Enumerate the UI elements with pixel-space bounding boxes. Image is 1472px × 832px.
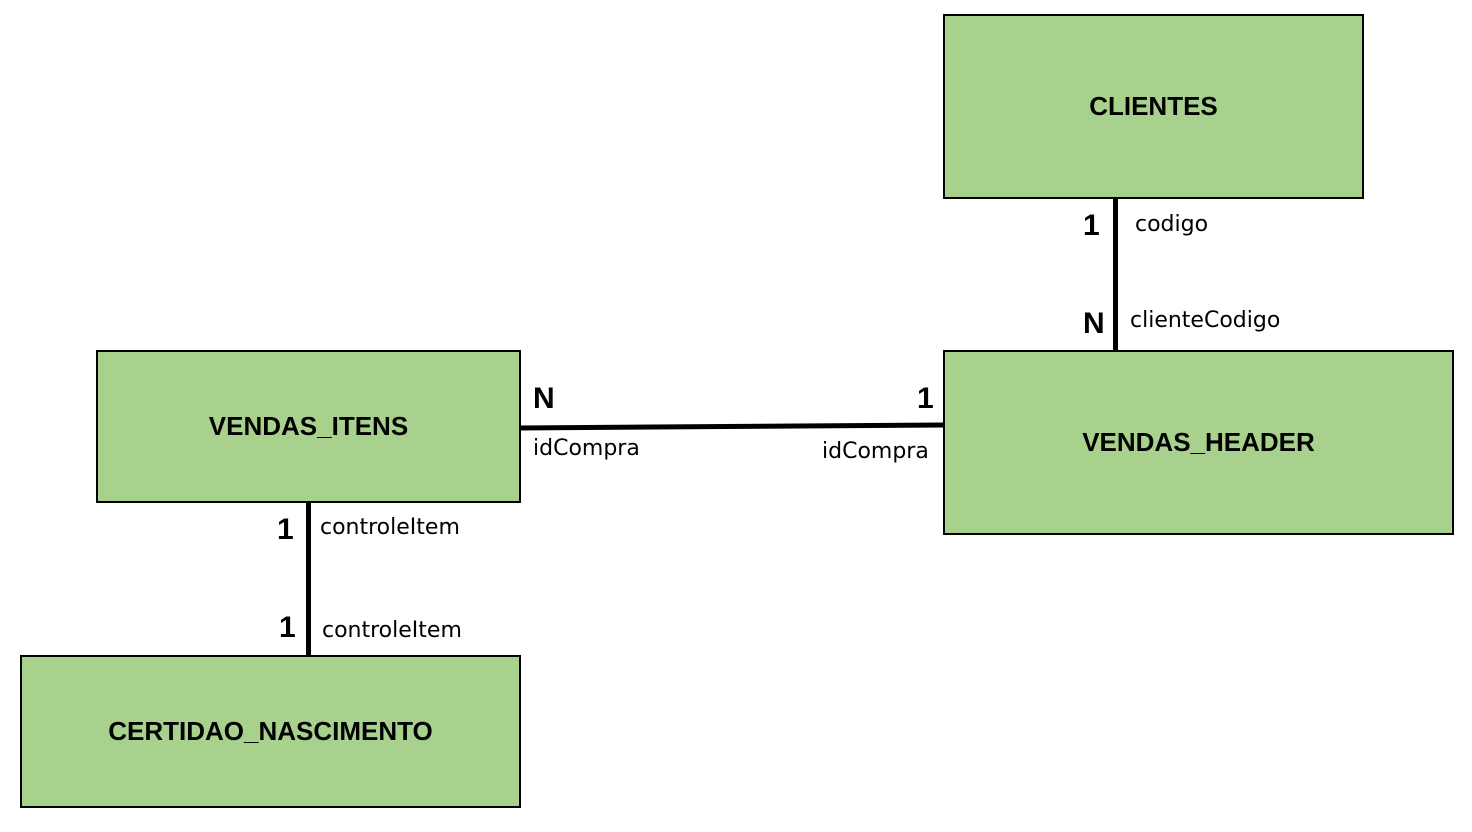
field-id-compra-itens: idCompra: [533, 436, 640, 461]
entity-vendas-header[interactable]: VENDAS_HEADER: [943, 350, 1454, 535]
cardinality-certidao-side: 1: [279, 611, 296, 644]
field-codigo: codigo: [1135, 212, 1209, 237]
field-id-compra-header: idCompra: [822, 439, 929, 464]
entity-certidao-nascimento-label: CERTIDAO_NASCIMENTO: [108, 716, 433, 746]
entity-vendas-itens-label: VENDAS_ITENS: [208, 411, 409, 441]
cardinality-vendas-itens-side-2: 1: [277, 513, 294, 546]
cardinality-vendas-header-side: N: [1083, 307, 1105, 340]
entity-clientes[interactable]: CLIENTES: [943, 14, 1364, 199]
entity-vendas-itens[interactable]: VENDAS_ITENS: [96, 350, 521, 503]
connector-clientes-vendas-header: [1113, 197, 1118, 352]
field-cliente-codigo: clienteCodigo: [1130, 308, 1281, 333]
cardinality-vendas-itens-side: N: [533, 382, 555, 415]
cardinality-clientes-side: 1: [1083, 209, 1100, 242]
field-controle-item-itens: controleItem: [320, 515, 460, 540]
entity-certidao-nascimento[interactable]: CERTIDAO_NASCIMENTO: [20, 655, 521, 808]
entity-clientes-label: CLIENTES: [1089, 91, 1218, 121]
connector-vendas-itens-certidao: [306, 502, 311, 657]
cardinality-vendas-header-side-2: 1: [917, 382, 934, 415]
field-controle-item-certidao: controleItem: [322, 618, 462, 643]
entity-vendas-header-label: VENDAS_HEADER: [1082, 427, 1315, 457]
